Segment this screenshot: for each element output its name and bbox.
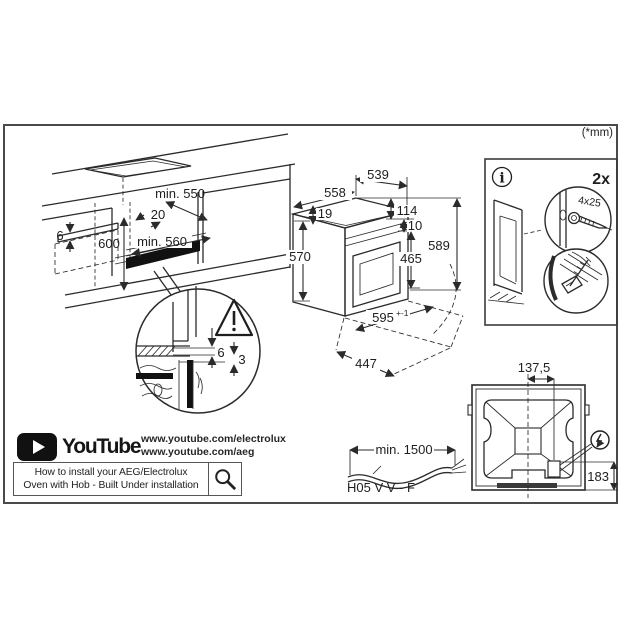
hob-cutout-inner (89, 160, 187, 177)
units-note: (*mm) (581, 127, 613, 139)
dim-door-height: 465 (400, 251, 422, 266)
dim-center-offset: 137,5 (518, 360, 551, 375)
cabinet-dimensions: 600 min. 550 20 min. 560 6 (56, 186, 211, 291)
dim-front-gap: 6 (56, 228, 63, 243)
detail-gap-worktop: 6 (217, 345, 224, 360)
back-view-diagram: 137,5 183 (467, 360, 618, 498)
video-title-box: How to install your AEG/Electrolux Oven … (13, 462, 242, 496)
dim-oven-body-height: 570 (289, 249, 311, 264)
dim-niche-width-tolerance: +-1 (396, 308, 409, 318)
dim-cabinet-height: 600 (98, 236, 120, 251)
dim-clearance-top: 114 (397, 203, 418, 218)
cable-drawing (347, 458, 467, 490)
dim-clearance-gap: 10 (408, 218, 422, 233)
hob-cutout-outer (84, 157, 192, 178)
detail-gap-panel: 3 (238, 352, 245, 367)
detail-circle: 6 3 (135, 286, 261, 414)
oven-door-window (359, 252, 394, 296)
oven-back-panel (467, 374, 590, 498)
dim-niche-width: 595 (372, 310, 394, 325)
hardware-quantity: 2x (592, 171, 610, 188)
oven-door (352, 241, 401, 308)
youtube-url-electrolux: www.youtube.com/electrolux (141, 433, 286, 445)
oven-dimensions: 558 539 19 570 114 10 (286, 167, 462, 378)
dim-oven-width: 558 (324, 185, 346, 200)
youtube-brand: YouTube (62, 435, 142, 458)
info-icon: i (491, 166, 513, 188)
dim-total-height: 589 (428, 238, 450, 253)
mains-cable-diagram: min. 1500 H05 V V - F (347, 441, 467, 495)
magnifier-icon (215, 469, 237, 491)
cabinet-niche-diagram: 600 min. 550 20 min. 560 6 (41, 133, 296, 414)
screw-size-label: 4x25 (577, 194, 602, 209)
mounting-hardware-box: i 2x 4x25 (484, 158, 618, 326)
dim-oven-depth: 539 (367, 167, 389, 182)
video-title-line1: How to install your AEG/Electrolux (34, 466, 188, 478)
dim-niche-depth-top: min. 550 (155, 186, 205, 201)
bracket-detail-circle (543, 248, 609, 314)
youtube-play-icon (17, 433, 57, 461)
dim-bottom-offset: 183 (587, 469, 609, 484)
dim-rail-offset: 20 (151, 207, 165, 222)
dim-cable-length: min. 1500 (375, 442, 432, 457)
cable-type-label: H05 V V - F (347, 480, 415, 495)
svg-text:i: i (499, 171, 504, 187)
youtube-urls: www.youtube.com/electrolux www.youtube.c… (141, 433, 286, 459)
oven-dimension-diagram: 558 539 19 570 114 10 (286, 167, 464, 378)
warning-icon (214, 298, 254, 337)
back-view-dimensions: 137,5 183 (518, 360, 618, 491)
dim-depth-floor: 447 (355, 356, 377, 371)
junction-box (547, 460, 561, 478)
electrical-connection-icon (559, 430, 610, 472)
video-title-line2: Oven with Hob - Built Under installation (23, 480, 199, 491)
oven-corner-sketch (487, 199, 543, 305)
video-title: How to install your AEG/Electrolux Oven … (14, 463, 208, 495)
worktop-and-cabinet (41, 133, 296, 309)
screw-detail-circle: 4x25 (544, 186, 613, 254)
screw-icon (567, 211, 613, 231)
youtube-url-aeg: www.youtube.com/aeg (141, 446, 255, 458)
dim-oven-top-trim: 19 (318, 206, 332, 221)
dim-niche-depth-bottom: min. 560 (137, 234, 187, 249)
